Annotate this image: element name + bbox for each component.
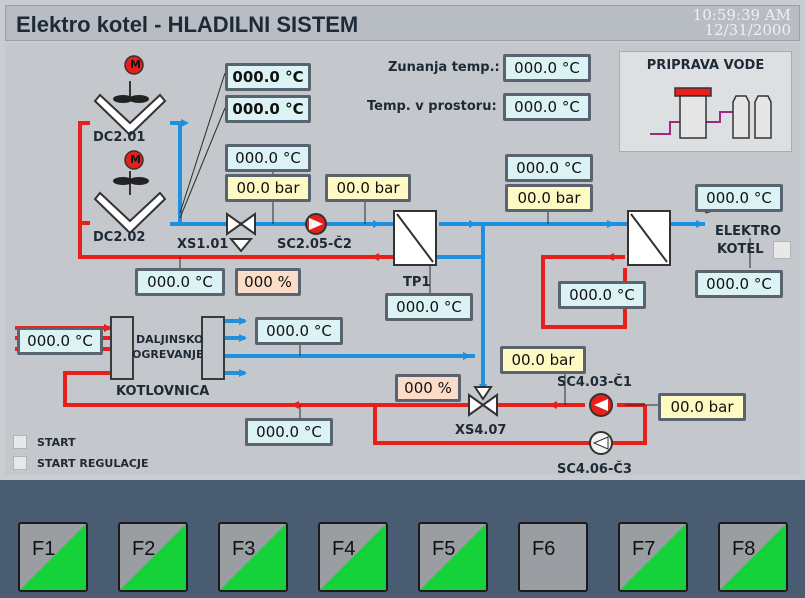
- label-daljinsko: DALJINSKO: [136, 333, 204, 346]
- label-room-temp: Temp. v prostoru:: [367, 99, 497, 114]
- function-key-f5[interactable]: F5: [418, 522, 488, 592]
- reading-ek-return-temp: 000.0 °C: [695, 270, 783, 298]
- clock-time: 10:59:39 AM: [692, 6, 791, 24]
- key-indicator-icon: [420, 524, 486, 590]
- page-title: Elektro kotel - HLADILNI SISTEM: [16, 12, 359, 37]
- reading-tp1-out-bar: 00.0 bar: [505, 184, 593, 212]
- motor-dc201-label: M: [130, 58, 141, 71]
- reading-loop-temp: 000.0 °C: [558, 281, 646, 309]
- hmi-screen: Elektro kotel - HLADILNI SISTEM 10:59:39…: [0, 0, 805, 480]
- reading-sc403-bar-top: 00.0 bar: [500, 346, 586, 374]
- reading-sc205-bar: 00.0 bar: [325, 174, 411, 202]
- function-key-f3[interactable]: F3: [218, 522, 288, 592]
- label-xs407: XS4.07: [455, 423, 507, 438]
- function-key-f1[interactable]: F1: [18, 522, 88, 592]
- label-sc205: SC2.05-Č2: [277, 237, 352, 252]
- key-indicator-icon: [220, 524, 286, 590]
- label-xs101: XS1.01: [177, 237, 229, 252]
- fan-dc202-icon: [93, 150, 167, 235]
- reading-ek-supply-temp: 000.0 °C: [695, 184, 783, 212]
- function-key-f7[interactable]: F7: [618, 522, 688, 592]
- reading-valve2-pct: 000 %: [395, 374, 461, 402]
- function-key-label: F4: [332, 538, 356, 560]
- priprava-vode-panel[interactable]: PRIPRAVA VODE: [619, 51, 792, 152]
- function-key-f8[interactable]: F8: [718, 522, 788, 592]
- kotlovnica-panel-right: [201, 316, 225, 380]
- function-key-f4[interactable]: F4: [318, 522, 388, 592]
- key-indicator-icon: [120, 524, 186, 590]
- reading-daljinsko-temp: 000.0 °C: [255, 317, 343, 345]
- label-ogrevanje: OGREVANJE: [132, 348, 204, 361]
- key-indicator-icon: [620, 524, 686, 590]
- reading-fan-temp-1: 000.0 °C: [225, 63, 311, 91]
- priprava-vode-title: PRIPRAVA VODE: [646, 58, 765, 73]
- title-bar: Elektro kotel - HLADILNI SISTEM 10:59:39…: [5, 5, 800, 41]
- function-key-label: F1: [32, 538, 56, 560]
- elektro-kotel-indicator[interactable]: [773, 241, 791, 259]
- valve-xs407-icon: [468, 386, 498, 417]
- key-indicator-icon: [320, 524, 386, 590]
- function-key-label: F3: [232, 538, 256, 560]
- kotlovnica-panel-left: [110, 316, 134, 380]
- label-tp1: TP1: [403, 275, 431, 290]
- reading-xs101-bar: 00.0 bar: [225, 174, 311, 202]
- heat-exchanger-elektro: [627, 210, 671, 266]
- label-dc201: DC2.01: [93, 130, 146, 145]
- exchanger-diagonal-icon: [396, 213, 434, 263]
- reading-outside-temp: 000.0 °C: [503, 54, 591, 82]
- label-dc202: DC2.02: [93, 230, 146, 245]
- pump-sc205-icon: [305, 213, 327, 235]
- valve-xs101-icon: [226, 212, 256, 253]
- start-regulacje-label: START REGULACJE: [37, 457, 149, 470]
- reading-fan-temp-2: 000.0 °C: [225, 95, 311, 123]
- motor-dc202-label: M: [130, 153, 141, 166]
- function-key-label: F7: [632, 538, 656, 560]
- reading-kotlovnica-in-temp: 000.0 °C: [17, 327, 103, 355]
- function-key-label: F8: [732, 538, 756, 560]
- pump-sc403-icon: [589, 393, 613, 417]
- start-regulacje-checkbox[interactable]: [13, 456, 27, 470]
- label-kotel: KOTEL: [717, 242, 764, 257]
- clock: 10:59:39 AM 12/31/2000: [693, 8, 791, 38]
- function-key-f6[interactable]: F6: [518, 522, 588, 592]
- label-sc406: SC4.06-Č3: [557, 462, 632, 477]
- reading-tp1-temp: 000.0 °C: [385, 293, 473, 321]
- label-elektro: ELEKTRO: [715, 224, 782, 239]
- reading-valve1-pct: 000 %: [235, 268, 301, 296]
- function-key-f2[interactable]: F2: [118, 522, 188, 592]
- function-key-label: F5: [432, 538, 456, 560]
- reading-xs101-temp: 000.0 °C: [225, 144, 311, 172]
- reading-tp1-out-temp: 000.0 °C: [505, 154, 593, 182]
- fan-dc201-icon: [93, 55, 167, 137]
- key-indicator-icon: [20, 524, 86, 590]
- pump-sc406-icon: [589, 431, 613, 455]
- process-diagram: M M DC2.01 DC2.02 XS1.01 SC2.05-Č2 TP1 Z…: [5, 43, 800, 477]
- function-key-label: F6: [532, 538, 556, 560]
- reading-return-temp: 000.0 °C: [135, 268, 225, 296]
- reading-sc403-bar: 00.0 bar: [658, 393, 746, 421]
- exchanger-diagonal-icon: [630, 213, 668, 263]
- start-label: START: [37, 436, 76, 449]
- label-kotlovnica: KOTLOVNICA: [116, 384, 210, 399]
- water-treatment-icon: [650, 87, 772, 139]
- start-checkbox[interactable]: [13, 435, 27, 449]
- reading-bottom-return-temp: 000.0 °C: [245, 418, 333, 446]
- key-indicator-icon: [720, 524, 786, 590]
- label-outside-temp: Zunanja temp.:: [388, 60, 500, 75]
- reading-room-temp: 000.0 °C: [503, 93, 591, 121]
- function-key-label: F2: [132, 538, 156, 560]
- clock-date: 12/31/2000: [704, 21, 791, 39]
- label-sc403: SC4.03-Č1: [557, 375, 632, 390]
- cold-flow-arrows: [173, 119, 704, 392]
- heat-exchanger-tp1: [393, 210, 437, 266]
